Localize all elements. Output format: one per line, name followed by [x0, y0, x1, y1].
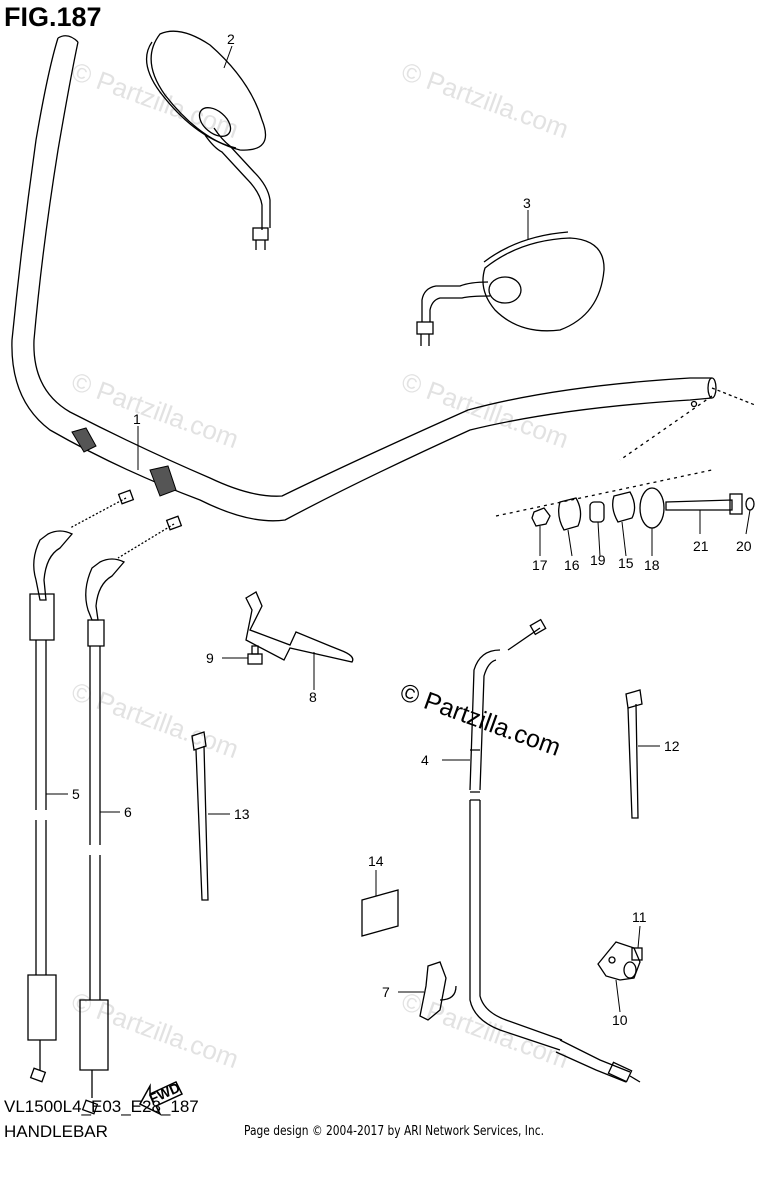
cable-clamp-icon[interactable] — [419, 961, 457, 1021]
callout-20[interactable]: 20 — [736, 538, 752, 554]
bar-end-hardware-icon[interactable] — [495, 469, 755, 531]
callout-14[interactable]: 14 — [368, 853, 384, 869]
cable-tie-13-icon[interactable] — [191, 731, 209, 901]
copyright-credit: Page design © 2004-2017 by ARI Network S… — [244, 1124, 544, 1139]
fwd-arrow-icon — [138, 1081, 184, 1116]
cable-tie-12-icon[interactable] — [625, 689, 643, 819]
callout-10[interactable]: 10 — [612, 1012, 628, 1028]
mirror-left-icon[interactable] — [145, 30, 271, 250]
callout-12[interactable]: 12 — [664, 738, 680, 754]
callout-1[interactable]: 1 — [133, 411, 141, 427]
label-icon[interactable] — [361, 889, 399, 937]
callout-17[interactable]: 17 — [532, 557, 548, 573]
mirror-right-icon[interactable] — [416, 231, 605, 346]
figure-title: FIG.187 — [4, 2, 102, 32]
callout-5[interactable]: 5 — [72, 786, 80, 802]
throttle-cable-return-icon[interactable] — [79, 515, 183, 1115]
callout-8[interactable]: 8 — [309, 689, 317, 705]
cable-guide-icon[interactable] — [245, 591, 354, 663]
handlebar-icon[interactable] — [11, 35, 756, 522]
callout-6[interactable]: 6 — [124, 804, 132, 820]
callout-11[interactable]: 11 — [632, 909, 647, 925]
clamp-bracket-icon[interactable] — [597, 941, 641, 981]
throttle-cable-pull-icon[interactable] — [27, 489, 135, 1083]
callout-9[interactable]: 9 — [206, 650, 214, 666]
callout-21[interactable]: 21 — [693, 538, 709, 554]
callout-4[interactable]: 4 — [421, 752, 429, 768]
clutch-cable-icon[interactable] — [469, 618, 641, 1083]
model-code: VL1500L4_E03_E28_187 — [4, 1097, 199, 1116]
callout-16[interactable]: 16 — [564, 557, 580, 573]
callout-7[interactable]: 7 — [382, 984, 390, 1000]
bolt-11-icon[interactable] — [631, 947, 643, 961]
callout-2[interactable]: 2 — [227, 31, 235, 47]
bolt-icon[interactable] — [247, 645, 263, 665]
section-name: HANDLEBAR — [4, 1122, 108, 1141]
callout-18[interactable]: 18 — [644, 557, 660, 573]
callout-15[interactable]: 15 — [618, 555, 634, 571]
callout-19[interactable]: 19 — [590, 552, 606, 568]
callout-13[interactable]: 13 — [234, 806, 250, 822]
callout-3[interactable]: 3 — [523, 195, 531, 211]
